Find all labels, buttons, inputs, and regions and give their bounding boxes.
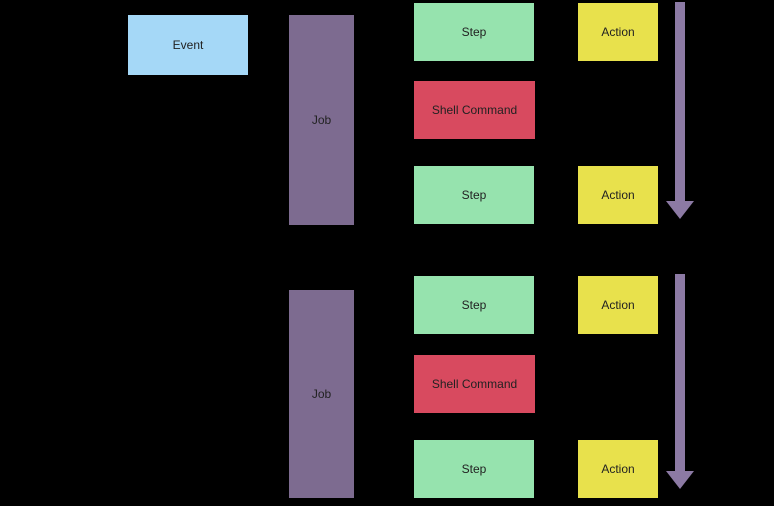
execution-order-arrow-2 xyxy=(666,274,694,490)
action-node-3: Action xyxy=(578,276,658,334)
job-node-2: Job xyxy=(289,290,354,498)
step-node-4: Step xyxy=(414,440,534,498)
arrow-shaft xyxy=(675,274,685,471)
event-node: Event xyxy=(128,15,248,75)
arrow-shaft xyxy=(675,2,685,201)
arrow-down-icon xyxy=(666,471,694,489)
action-node-1: Action xyxy=(578,3,658,61)
step-node-2: Step xyxy=(414,166,534,224)
shell-command-node-2: Shell Command xyxy=(414,355,535,413)
step-node-3: Step xyxy=(414,276,534,334)
job-node-1: Job xyxy=(289,15,354,225)
action-node-2: Action xyxy=(578,166,658,224)
step-node-1: Step xyxy=(414,3,534,61)
execution-order-arrow-1 xyxy=(666,2,694,219)
action-node-4: Action xyxy=(578,440,658,498)
shell-command-node-1: Shell Command xyxy=(414,81,535,139)
arrow-down-icon xyxy=(666,201,694,219)
